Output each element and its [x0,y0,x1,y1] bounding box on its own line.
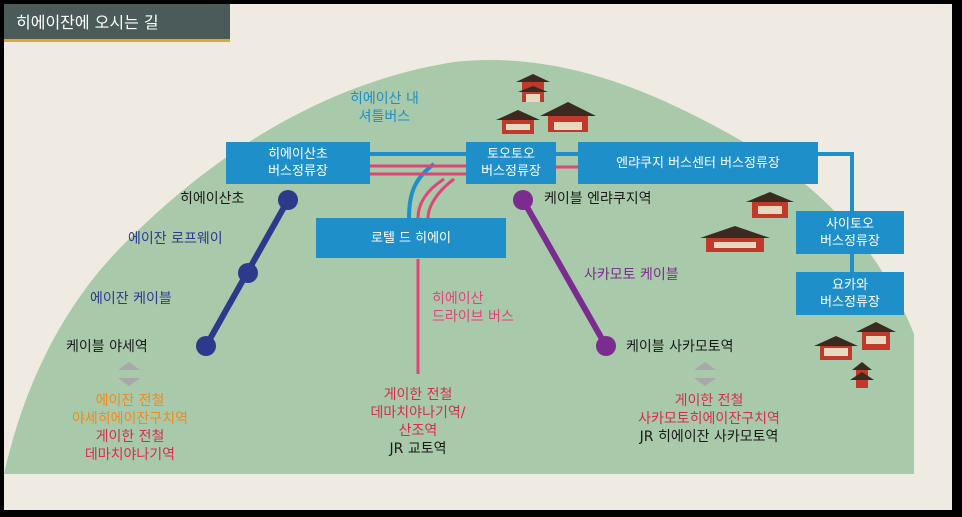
right-access-info: 게이한 전철 사카모토히에이잔구치역 JR 히에이잔 사카모토역 [594,392,824,446]
yokawa-bus-stop-line1: 요카와 [832,277,868,293]
drive-bus-label-line1: 히에이산 [432,291,484,307]
totoo-bus-stop-line2: 버스정류장 [481,164,541,179]
map-board: 히에이잔에 오시는 길 히에이산 내 셔틀버스 히에이산초 버스정류장 토오토오… [4,4,952,510]
temple-icon [746,192,794,218]
right-access-line2: 사카모토히에이잔구치역 [638,411,780,427]
temple-icon [700,226,770,252]
hieizancho-bus-stop-line1: 히에이산초 [268,147,328,162]
left-access-line3: 게이한 전철 [95,429,165,445]
shuttle-bus-line [369,152,854,272]
temple-icon [814,336,858,360]
hieizancho-bus-stop-line2: 버스정류장 [268,164,328,179]
page-title: 히에이잔에 오시는 길 [4,4,230,42]
right-access-line1: 게이한 전철 [674,393,744,409]
shuttle-bus-label-line2: 셔틀버스 [358,109,411,125]
left-access-line2: 야세히에이잔구치역 [72,411,188,427]
saitoo-bus-stop-line1: 사이토오 [826,216,874,232]
saitoo-bus-stop-line2: 버스정류장 [820,233,880,249]
transfer-arrow-icon [118,362,140,386]
drive-bus-label: 히에이산 드라이브 버스 [432,290,514,326]
temple-icon [516,74,550,102]
eizan-cable-line [196,190,298,356]
eizan-ropeway-label: 에이잔 로프웨이 [128,231,223,247]
center-access-line1: 게이한 전철 [383,387,453,403]
sakamoto-cable-label: 사카모토 케이블 [584,267,679,283]
hieizancho-station-label: 히에이산초 [180,191,245,207]
saitoo-bus-stop[interactable]: 사이토오 버스정류장 [796,211,904,254]
enryakuji-bus-center-stop-label: 엔랴쿠지 버스센터 버스정류장 [616,155,780,171]
center-access-line4: JR 교토역 [389,441,447,457]
hieizancho-bus-stop[interactable]: 히에이산초 버스정류장 [226,142,370,184]
temple-icon [496,110,540,134]
sakamoto-cable-line [513,190,616,356]
yokawa-bus-stop-line2: 버스정류장 [820,294,880,310]
left-access-line1: 에이잔 전철 [95,393,165,409]
temple-icon [856,322,896,350]
drive-bus-line [369,164,586,374]
shuttle-bus-label: 히에이산 내 셔틀버스 [350,90,419,126]
totoo-bus-stop-line1: 토오토오 [487,147,535,162]
center-access-line3: 산조역 [398,423,438,439]
eizan-cable-label: 에이잔 케이블 [90,291,172,307]
totoo-bus-stop[interactable]: 토오토오 버스정류장 [466,142,556,184]
center-access-info: 게이한 전철 데마치야나기역/ 산조역 JR 교토역 [338,386,498,458]
drive-bus-label-line2: 드라이브 버스 [432,309,514,325]
cable-enryakuji-station-label: 케이블 엔랴쿠지역 [544,191,652,207]
hotel-de-hiei-stop-label: 로텔 드 히에이 [370,230,452,246]
transfer-arrow-icon [694,362,716,386]
cable-sakamoto-station-label: 케이블 사카모토역 [626,339,734,355]
left-access-line4: 데마치야나기역 [84,447,176,463]
enryakuji-bus-center-stop[interactable]: 엔랴쿠지 버스센터 버스정류장 [578,142,818,184]
hotel-de-hiei-stop[interactable]: 로텔 드 히에이 [316,218,506,258]
right-access-line3: JR 히에이잔 사카모토역 [639,429,779,445]
temple-icon [540,102,596,132]
cable-yase-station-label: 케이블 야세역 [66,339,148,355]
left-access-info: 에이잔 전철 야세히에이잔구치역 게이한 전철 데마치야나기역 [40,392,220,464]
yokawa-bus-stop[interactable]: 요카와 버스정류장 [796,272,904,315]
center-access-line2: 데마치야나기역/ [370,405,466,421]
shuttle-bus-label-line1: 히에이산 내 [350,91,419,107]
temple-icon [850,362,874,388]
